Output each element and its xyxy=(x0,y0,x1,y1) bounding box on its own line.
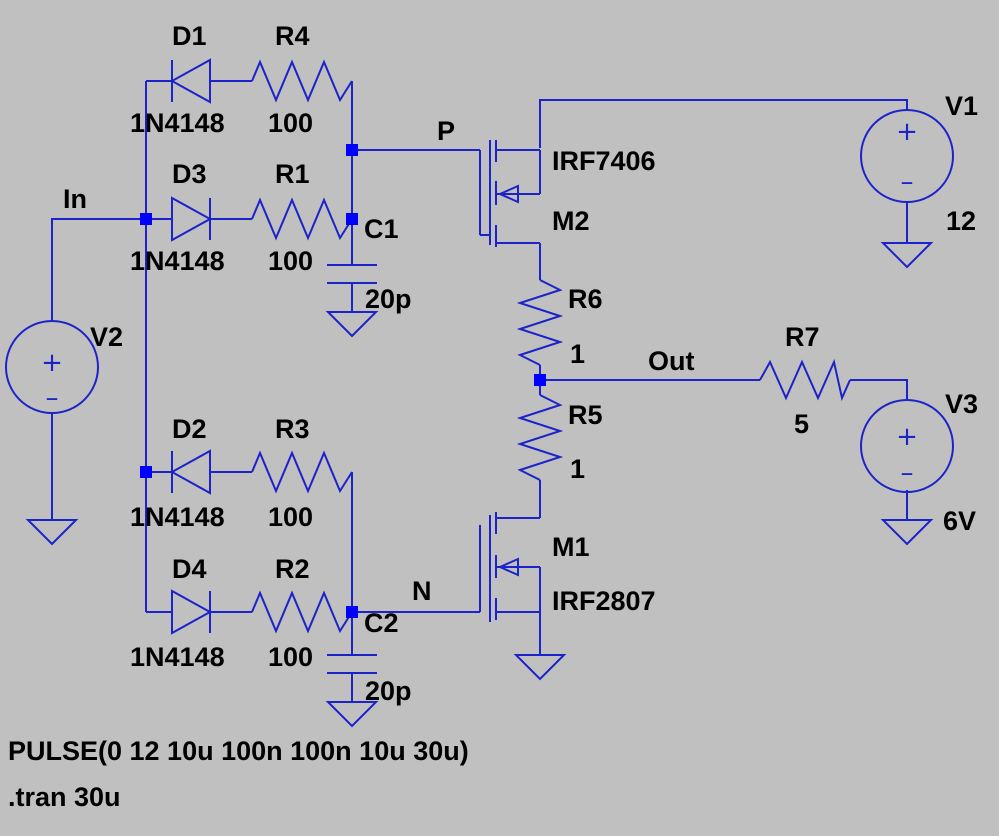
m1-name: M1 xyxy=(552,532,590,562)
v3-plus-symbol: + xyxy=(896,422,918,452)
r2-name: R2 xyxy=(275,554,310,584)
junction-node xyxy=(346,606,358,618)
capacitor-c1[interactable] xyxy=(327,264,377,284)
ground-symbol-m1 xyxy=(513,654,567,681)
voltage-source-v2[interactable]: + – xyxy=(5,320,99,414)
junction-node xyxy=(346,213,358,225)
ground-symbol-v1 xyxy=(880,242,934,269)
r4-name: R4 xyxy=(275,21,310,51)
d3-value: 1N4148 xyxy=(130,246,225,276)
m2-value: IRF7406 xyxy=(552,146,656,176)
r5-name: R5 xyxy=(568,400,603,430)
resistor-r5[interactable] xyxy=(516,394,564,481)
r1-value: 100 xyxy=(268,246,313,276)
m1-value: IRF2807 xyxy=(552,586,656,616)
d4-value: 1N4148 xyxy=(130,642,225,672)
net-label-n: N xyxy=(412,576,432,606)
d4-name: D4 xyxy=(172,554,207,584)
r6-name: R6 xyxy=(568,284,603,314)
v2-minus-symbol: – xyxy=(46,383,59,413)
c2-value: 20p xyxy=(365,676,412,706)
r5-value: 1 xyxy=(570,454,585,484)
ground-symbol-v2 xyxy=(25,519,79,546)
junction-node xyxy=(140,466,152,478)
resistor-r4[interactable] xyxy=(251,59,353,103)
v1-plus-symbol: + xyxy=(896,117,918,147)
mosfet-m1[interactable] xyxy=(489,512,541,622)
v3-name: V3 xyxy=(945,389,978,419)
r3-name: R3 xyxy=(275,414,310,444)
v1-minus-symbol: – xyxy=(901,167,914,197)
wires xyxy=(51,80,908,702)
v2-plus-symbol: + xyxy=(41,348,63,378)
v3-minus-symbol: – xyxy=(901,458,914,488)
junction-node xyxy=(140,213,152,225)
resistor-r1[interactable] xyxy=(251,197,353,241)
r2-value: 100 xyxy=(268,642,313,672)
ground-symbol-c2 xyxy=(325,701,379,728)
voltage-source-v1[interactable]: + – xyxy=(860,109,954,203)
diode-d3[interactable] xyxy=(171,196,213,242)
d1-value: 1N4148 xyxy=(130,108,225,138)
c1-name: C1 xyxy=(364,214,399,244)
resistor-r2[interactable] xyxy=(251,590,353,634)
r3-value: 100 xyxy=(268,502,313,532)
diode-d1[interactable] xyxy=(169,58,211,104)
r4-value: 100 xyxy=(268,108,313,138)
labels: D1 R4 1N4148 100 D3 R1 1N4148 100 C1 20p… xyxy=(8,21,978,812)
c2-name: C2 xyxy=(364,608,399,638)
d1-name: D1 xyxy=(172,21,207,51)
net-label-in: In xyxy=(63,184,87,214)
pulse-directive: PULSE(0 12 10u 100n 100n 10u 30u) xyxy=(8,736,469,766)
r7-value: 5 xyxy=(794,409,809,439)
net-label-p: P xyxy=(437,116,455,146)
junction-node xyxy=(346,144,358,156)
junction-node xyxy=(534,374,546,386)
r1-name: R1 xyxy=(275,159,310,189)
resistor-r6[interactable] xyxy=(516,279,564,366)
diode-d2[interactable] xyxy=(169,449,211,495)
diode-d4[interactable] xyxy=(171,589,213,635)
d3-name: D3 xyxy=(172,159,207,189)
voltage-source-v3[interactable]: + – xyxy=(860,399,954,493)
v3-value: 6V xyxy=(943,506,976,536)
ground-symbol-v3 xyxy=(880,519,934,546)
d2-name: D2 xyxy=(172,414,207,444)
c1-value: 20p xyxy=(365,284,412,314)
r7-name: R7 xyxy=(785,322,820,352)
net-label-out: Out xyxy=(648,346,695,376)
v1-value: 12 xyxy=(946,206,976,236)
m2-name: M2 xyxy=(552,206,590,236)
resistor-r3[interactable] xyxy=(251,450,353,494)
ground-symbol-c1 xyxy=(325,311,379,338)
capacitor-c2[interactable] xyxy=(327,654,377,674)
v2-name: V2 xyxy=(90,322,123,352)
v1-name: V1 xyxy=(945,91,978,121)
r6-value: 1 xyxy=(570,339,585,369)
tran-directive: .tran 30u xyxy=(8,782,121,812)
mosfet-m2[interactable] xyxy=(480,140,541,247)
resistor-r7[interactable] xyxy=(759,358,851,402)
d2-value: 1N4148 xyxy=(130,502,225,532)
